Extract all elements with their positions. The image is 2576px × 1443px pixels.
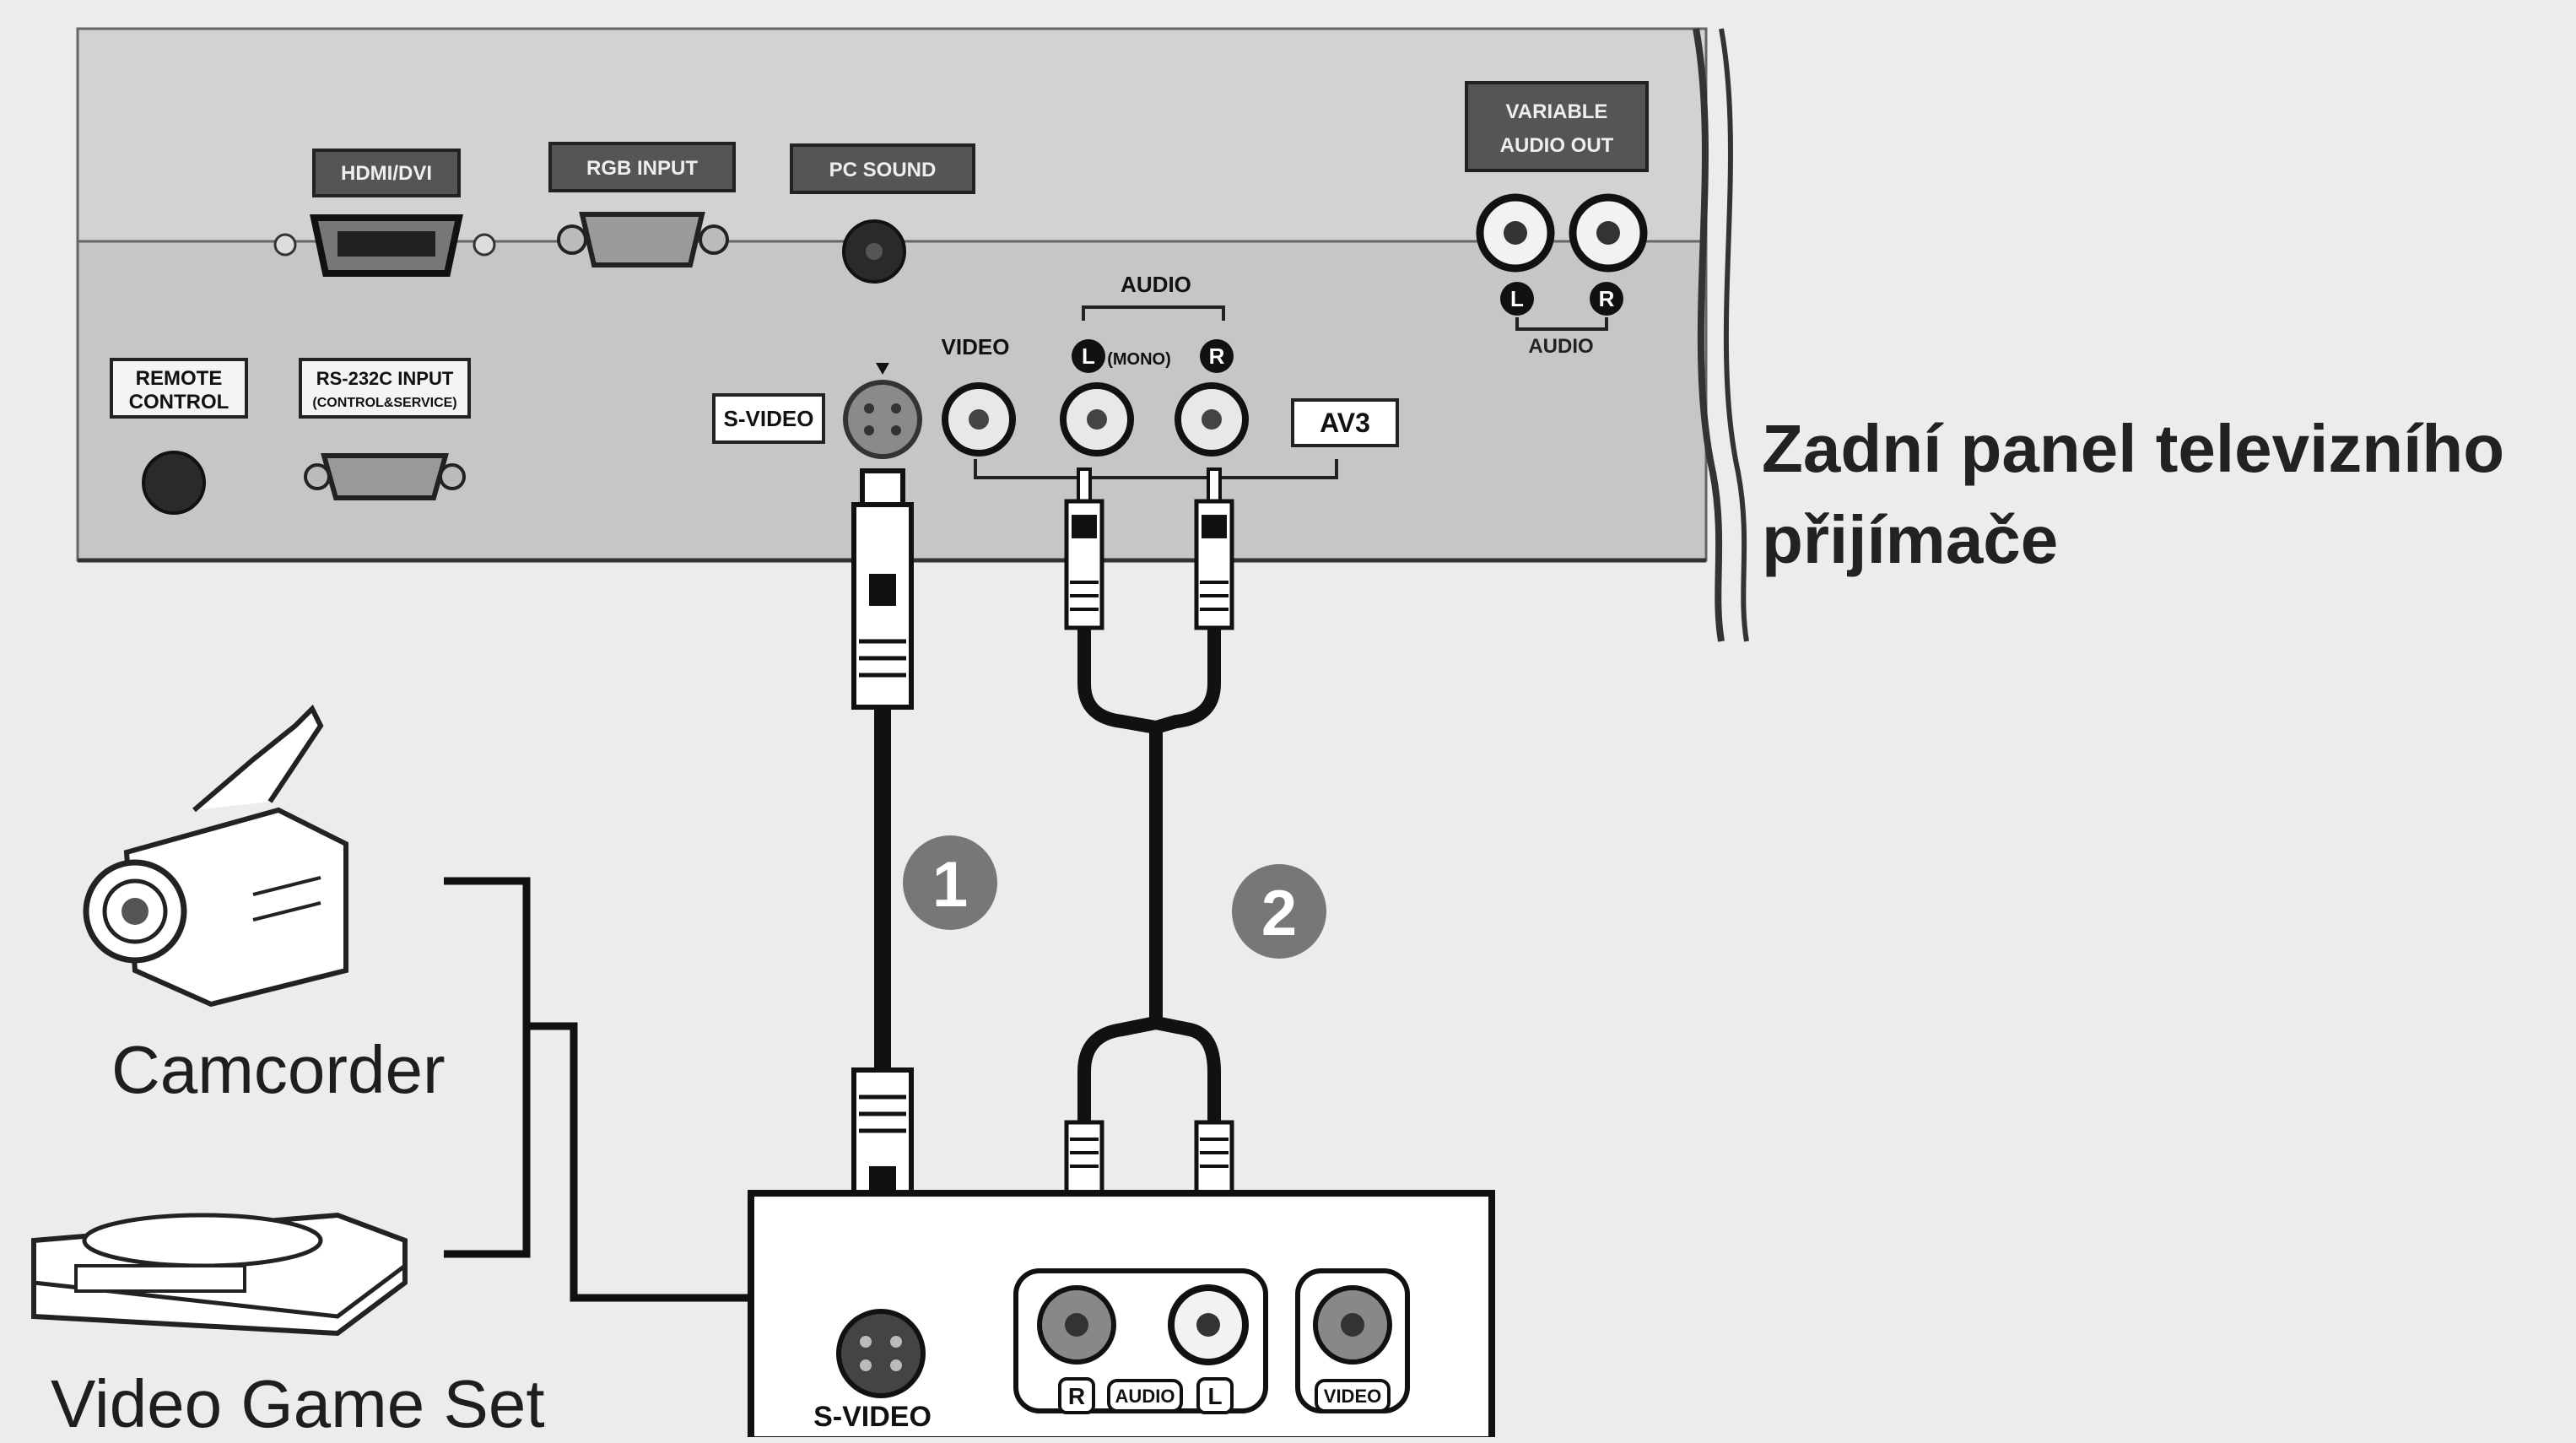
tv-caption-line1: Zadní panel televizního xyxy=(1762,403,2504,495)
av3-label: AV3 xyxy=(1320,408,1370,438)
box-l-label: L xyxy=(1207,1383,1222,1409)
game-console-icon xyxy=(34,1215,405,1333)
step-1-number: 1 xyxy=(932,849,968,921)
var-audio-l: L xyxy=(1510,286,1524,311)
var-audio-label: AUDIO xyxy=(1528,335,1593,358)
box-audio-label: AUDIO xyxy=(1115,1386,1175,1407)
svideo-cable xyxy=(854,471,911,1306)
var-audio-r: R xyxy=(1599,286,1615,311)
remote-line1: REMOTE xyxy=(136,367,223,390)
camcorder-icon xyxy=(86,709,346,1004)
audio-label: AUDIO xyxy=(1121,272,1191,297)
step-2-number: 2 xyxy=(1261,878,1297,949)
svideo-label: S-VIDEO xyxy=(724,406,814,431)
box-r-label: R xyxy=(1068,1383,1085,1409)
audio-l-label: L xyxy=(1082,343,1095,369)
variable-audio-line1: VARIABLE xyxy=(1506,100,1608,123)
variable-audio-line2: AUDIO OUT xyxy=(1500,134,1614,157)
camcorder-label: Camcorder xyxy=(111,1031,446,1109)
hdmi-label: HDMI/DVI xyxy=(341,162,432,185)
box-video-label: VIDEO xyxy=(1324,1386,1381,1407)
audio-r-label: R xyxy=(1209,343,1225,369)
audio-cable xyxy=(1067,469,1232,1283)
tv-caption-line2: přijímače xyxy=(1762,495,2504,586)
device-bracket xyxy=(444,881,751,1298)
mono-label: (MONO) xyxy=(1107,350,1171,369)
step-1-marker: 1 xyxy=(903,835,997,930)
video-game-set-label: Video Game Set xyxy=(51,1365,545,1443)
remote-line2: CONTROL xyxy=(129,391,230,413)
rgb-input-label: RGB INPUT xyxy=(586,157,698,180)
rs232-line1: RS-232C INPUT xyxy=(316,368,454,389)
pc-sound-label: PC SOUND xyxy=(829,159,937,181)
source-device-panel: S-VIDEO R AUDIO L VIDEO xyxy=(751,1193,1492,1437)
box-svideo-label: S-VIDEO xyxy=(813,1401,932,1433)
rs232-line2: (CONTROL&SERVICE) xyxy=(312,396,456,410)
tv-back-panel-caption: Zadní panel televizního přijímače xyxy=(1762,403,2504,586)
video-label: VIDEO xyxy=(942,334,1010,359)
step-2-marker: 2 xyxy=(1232,864,1326,959)
